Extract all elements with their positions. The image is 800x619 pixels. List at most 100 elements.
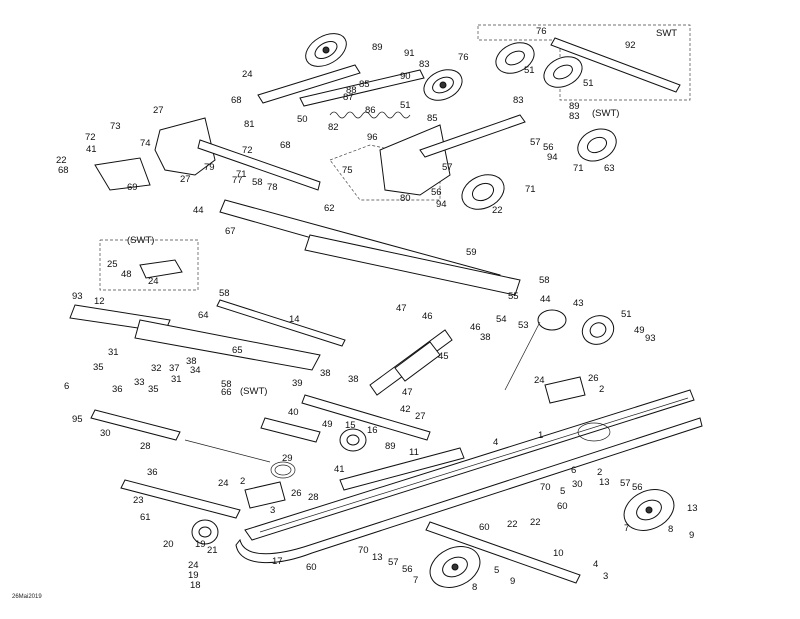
callout: 94 — [436, 199, 447, 210]
center-wheel — [461, 174, 505, 210]
callout: 58 — [221, 379, 232, 390]
callout: 27 — [153, 105, 164, 116]
callout: 46 — [470, 322, 481, 333]
callout: 64 — [198, 310, 209, 321]
callout: 10 — [553, 548, 564, 559]
callout: 38 — [480, 332, 491, 343]
callout: 2 — [599, 384, 604, 395]
shock-absorber — [369, 329, 453, 396]
callout: 44 — [540, 294, 551, 305]
callout: 19 — [195, 539, 206, 550]
callout: 86 — [365, 105, 376, 116]
rail-brackets — [244, 376, 586, 509]
swt-label: (SWT) — [240, 386, 267, 397]
upper-idler-wheel-left — [305, 33, 347, 67]
callout: 85 — [359, 79, 370, 90]
slide-rail — [235, 389, 703, 563]
callout: 38 — [348, 374, 359, 385]
callout: 76 — [536, 26, 547, 37]
callout: 55 — [508, 291, 519, 302]
callout: 70 — [540, 482, 551, 493]
swt-label: (SWT) — [127, 235, 154, 246]
callout: 14 — [289, 314, 300, 325]
callout: 68 — [58, 165, 69, 176]
callout: 5 — [494, 565, 499, 576]
callout: 9 — [689, 530, 694, 541]
callout: 16 — [367, 425, 378, 436]
callout: 17 — [272, 556, 283, 567]
callout: 56 — [632, 482, 643, 493]
callout: 73 — [110, 121, 121, 132]
callout: 27 — [180, 174, 191, 185]
callout: 3 — [270, 505, 275, 516]
swt-group-frame-left — [99, 239, 199, 291]
callout: 72 — [85, 132, 96, 143]
callout: 22 — [492, 205, 503, 216]
callout: 76 — [458, 52, 469, 63]
callout: 19 — [188, 570, 199, 581]
callout: 89 — [569, 101, 580, 112]
callout: 94 — [547, 152, 558, 163]
callout: 22 — [507, 519, 518, 530]
callout: 80 — [400, 193, 411, 204]
callout: 11 — [409, 447, 419, 458]
callout: 7 — [413, 575, 418, 586]
callout: 77 — [232, 175, 243, 186]
lower-left-wheel — [120, 479, 241, 545]
callout: 35 — [93, 362, 104, 373]
lower-center-wheel — [429, 546, 481, 588]
callout: 26 — [291, 488, 302, 499]
callout: 56 — [402, 564, 413, 575]
callout: 79 — [204, 162, 215, 173]
callout: 93 — [72, 291, 83, 302]
callout: 36 — [147, 467, 158, 478]
callout: 6 — [571, 465, 576, 476]
callout: 13 — [372, 552, 383, 563]
callout: 92 — [625, 40, 636, 51]
callout: 49 — [634, 325, 645, 336]
callout: 24 — [188, 560, 199, 571]
callout: 78 — [267, 182, 278, 193]
callout: 65 — [232, 345, 243, 356]
callout: 24 — [242, 69, 253, 80]
callout-labels: 89 91 76 92 51 51 76 24 85 87 88 83 90 5… — [12, 26, 698, 600]
callout: 47 — [396, 303, 407, 314]
callout: 24 — [148, 276, 159, 287]
callout: 35 — [148, 384, 159, 395]
callout: 96 — [367, 132, 378, 143]
callout: 47 — [402, 387, 413, 398]
callout: 42 — [400, 404, 411, 415]
callout: 83 — [569, 111, 580, 122]
rear-upper-wheel — [577, 128, 617, 162]
callout: 75 — [342, 165, 353, 176]
left-bracket — [94, 117, 321, 191]
upper-shaft — [257, 64, 425, 107]
callout: 93 — [645, 333, 656, 344]
callout: 18 — [190, 580, 201, 591]
callout: 49 — [322, 419, 333, 430]
callout: 13 — [687, 503, 698, 514]
callout: 58 — [539, 275, 550, 286]
callout: 88 — [346, 85, 357, 96]
callout: 13 — [599, 477, 610, 488]
callout: 62 — [324, 203, 335, 214]
callout: 90 — [400, 71, 411, 82]
callout: 27 — [415, 411, 426, 422]
front-arm-tube — [219, 199, 521, 296]
callout: 26 — [588, 373, 599, 384]
callout: 56 — [431, 187, 442, 198]
callout: 57 — [620, 478, 631, 489]
callout: 8 — [472, 582, 477, 593]
callout: 46 — [422, 311, 433, 322]
callout: 38 — [320, 368, 331, 379]
callout: 57 — [388, 557, 399, 568]
callout: 30 — [572, 479, 583, 490]
callout: 1 — [538, 430, 543, 441]
rear-arm — [69, 299, 346, 371]
callout: 32 — [151, 363, 162, 374]
callout: 43 — [573, 298, 584, 309]
callout: 12 — [94, 296, 105, 307]
callout: 6 — [64, 381, 69, 392]
callout: 44 — [193, 205, 204, 216]
